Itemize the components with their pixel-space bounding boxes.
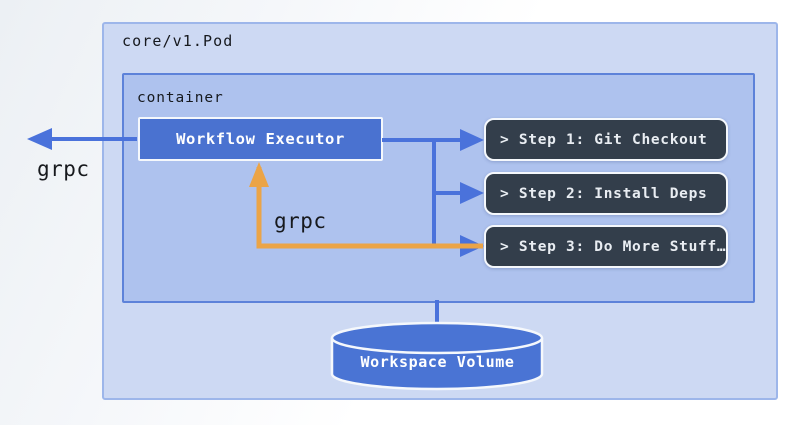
workspace-volume-cylinder (330, 321, 544, 391)
up-arrowhead-icon (249, 162, 269, 187)
grpc-arrow-left (27, 128, 137, 150)
executor-to-steps-connector (382, 129, 484, 257)
grpc-internal-label: grpc (274, 209, 327, 233)
step-1-label: > Step 1: Git Checkout (500, 131, 708, 148)
grpc-arrow-internal (249, 162, 483, 249)
workflow-executor-label: Workflow Executor (176, 130, 345, 148)
workflow-executor-node: Workflow Executor (138, 117, 383, 161)
left-arrowhead-icon (27, 128, 52, 150)
container-label: container (137, 90, 224, 106)
cylinder-top-icon (330, 321, 544, 355)
grpc-external-label: grpc (37, 157, 90, 181)
pod-label: core/v1.Pod (122, 32, 234, 50)
step-node-1: > Step 1: Git Checkout (484, 118, 728, 161)
step-1-arrowhead-icon (460, 129, 484, 151)
step-2-arrowhead-icon (460, 182, 484, 204)
step-2-label: > Step 2: Install Deps (500, 185, 708, 202)
step-node-2: > Step 2: Install Deps (484, 172, 728, 215)
step-3-label: > Step 3: Do More Stuff… (500, 238, 727, 255)
step-node-3: > Step 3: Do More Stuff… (484, 225, 728, 268)
workspace-volume-label: Workspace Volume (360, 353, 515, 371)
